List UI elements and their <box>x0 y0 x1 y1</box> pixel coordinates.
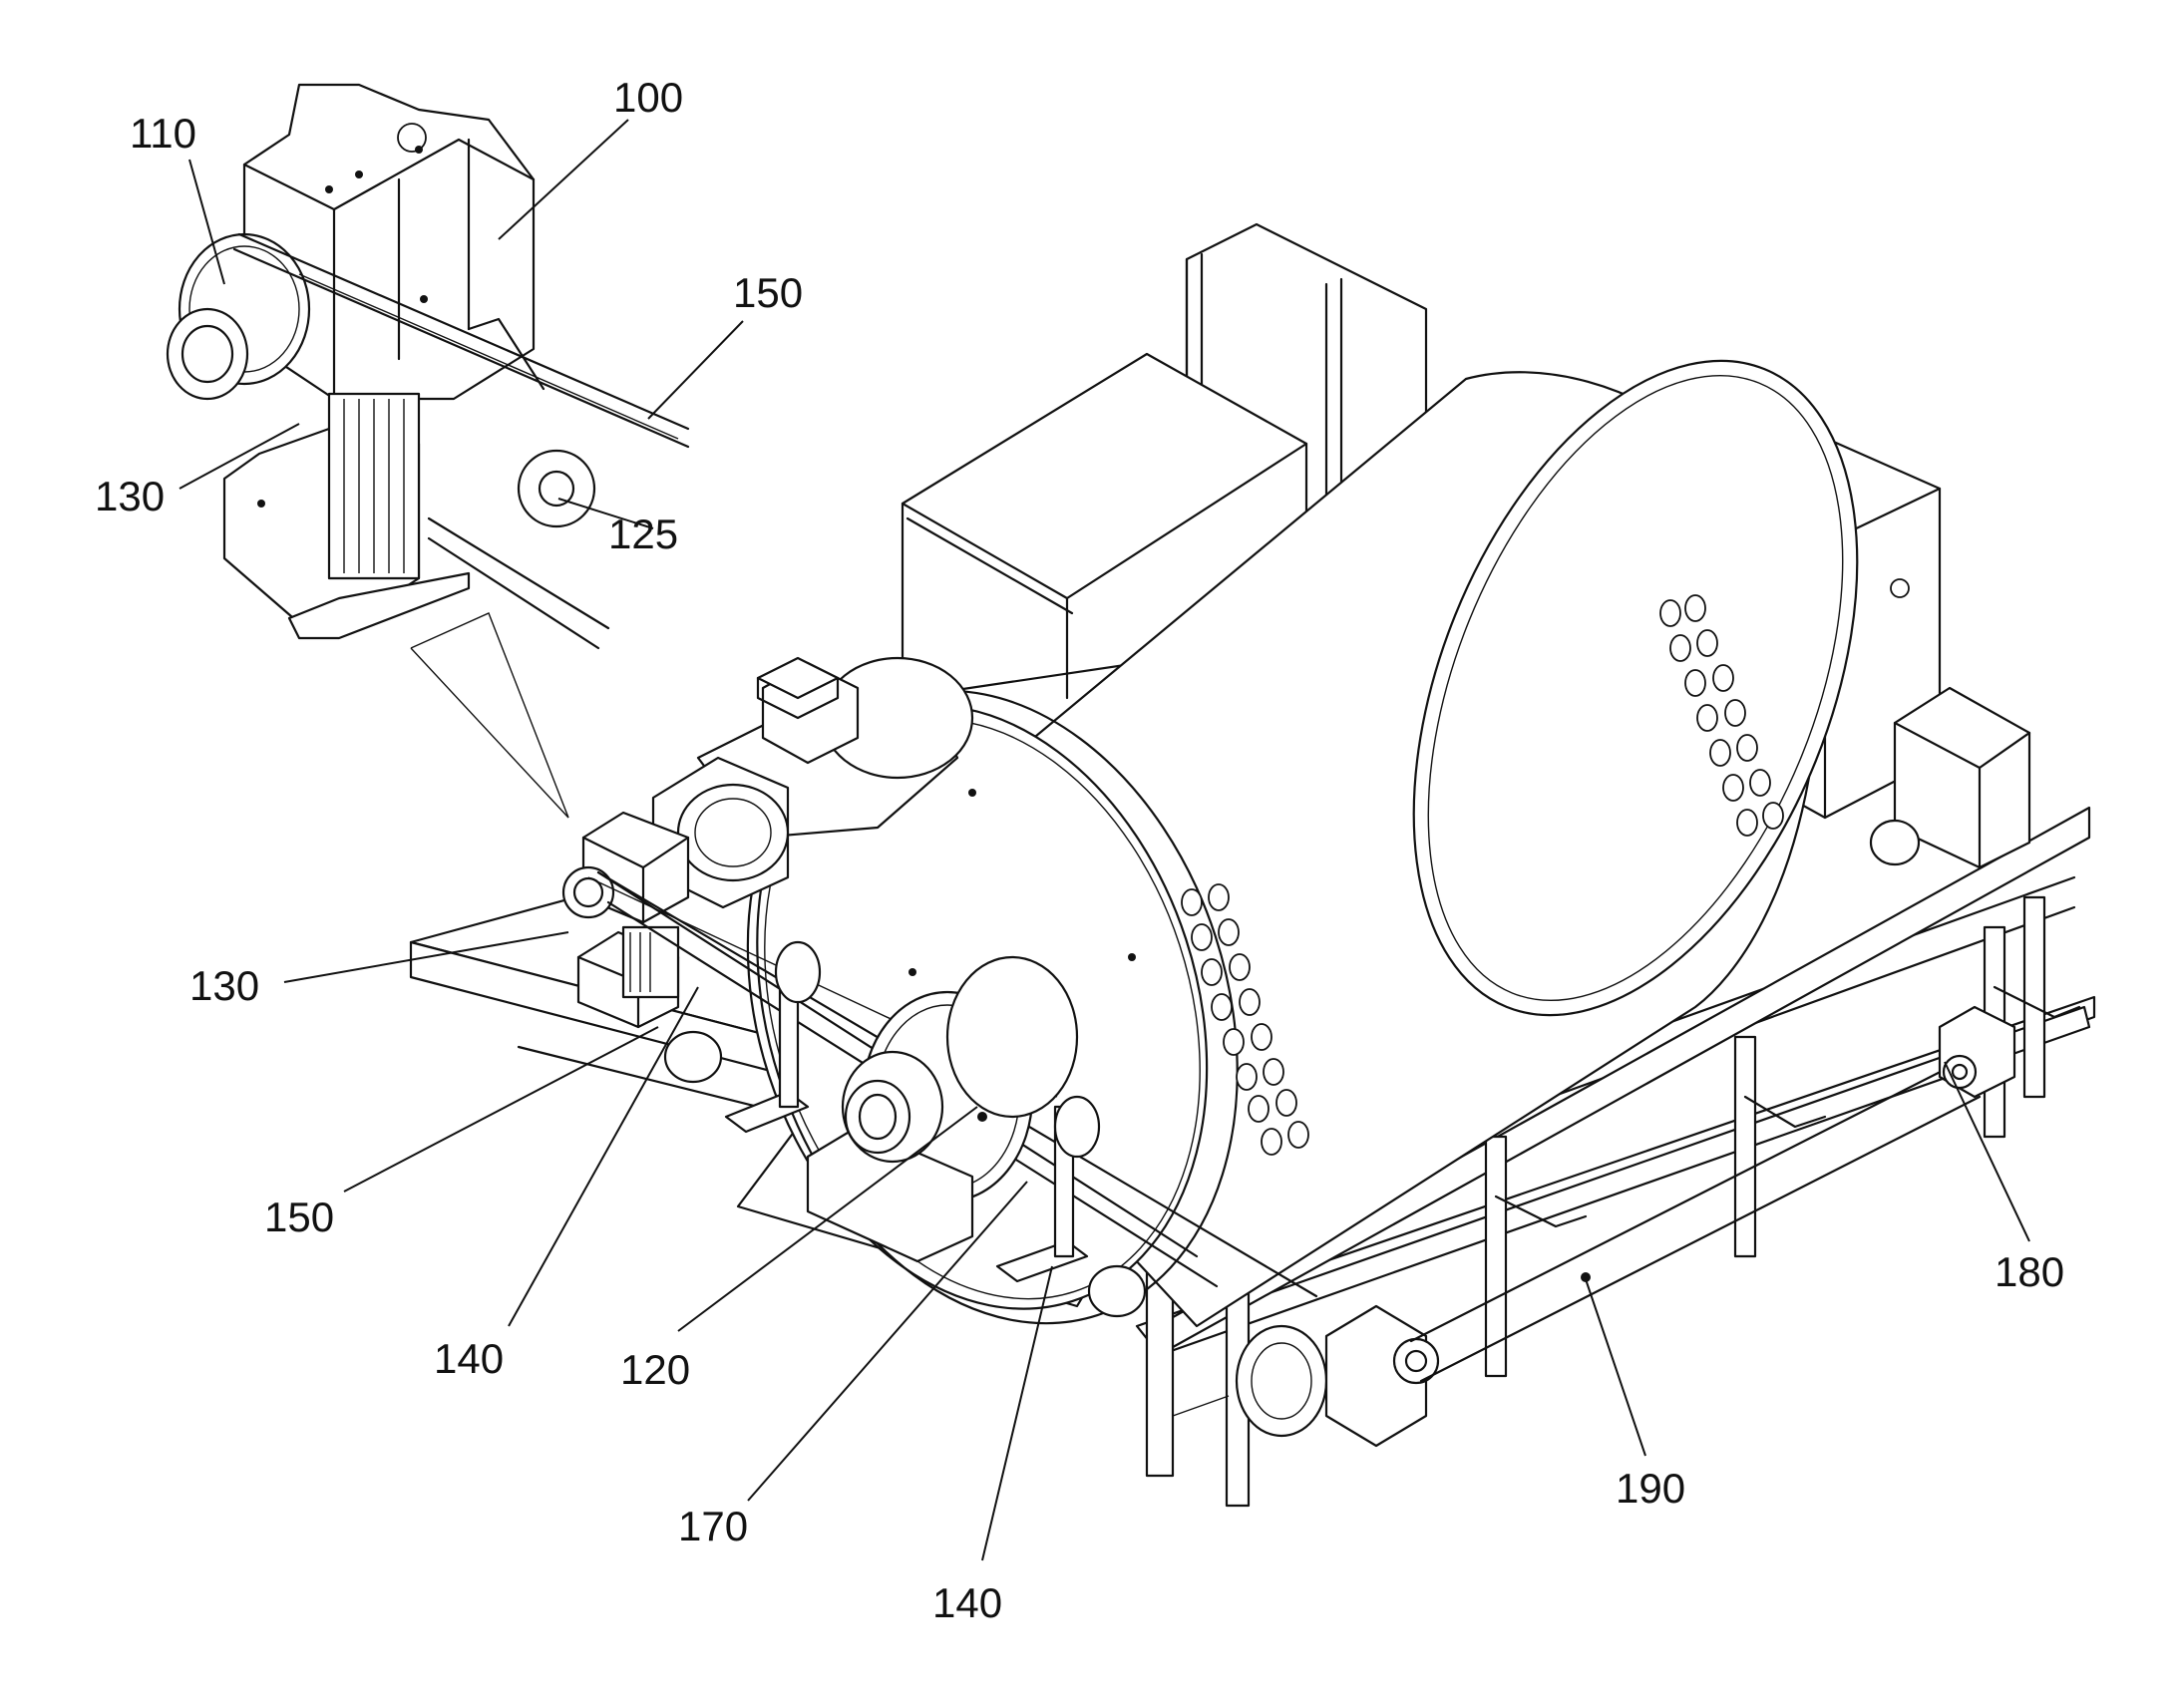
drum-holes-lower <box>1181 883 1309 1156</box>
drum-holes-upper <box>1659 594 1784 837</box>
tensioner-brackets <box>724 940 1101 1283</box>
label-180: 180 <box>1995 1248 2064 1295</box>
label-110: 110 <box>130 110 196 157</box>
inset-detail <box>166 83 690 650</box>
label-190: 190 <box>1616 1465 1685 1512</box>
label-150-bottom: 150 <box>264 1194 334 1240</box>
side-drive <box>1235 1005 2016 1448</box>
label-130-top: 130 <box>95 473 165 519</box>
label-120: 120 <box>620 1346 690 1393</box>
leader-lines <box>179 119 2030 1561</box>
inset-callout-lines <box>410 612 569 819</box>
bearing-pillow-block-center <box>806 1050 987 1263</box>
label-100: 100 <box>613 74 683 121</box>
reference-labels: 100 110 150 130 125 130 150 140 120 170 … <box>95 74 2064 1626</box>
label-140-left: 140 <box>434 1335 504 1382</box>
label-140-right: 140 <box>932 1579 1002 1626</box>
label-125: 125 <box>608 511 678 557</box>
label-130-mid: 130 <box>189 962 259 1009</box>
label-170: 170 <box>678 1503 748 1549</box>
lower-drive-unit <box>561 811 690 1029</box>
pillow-blocks <box>663 819 1921 1318</box>
label-150-top: 150 <box>733 269 803 316</box>
